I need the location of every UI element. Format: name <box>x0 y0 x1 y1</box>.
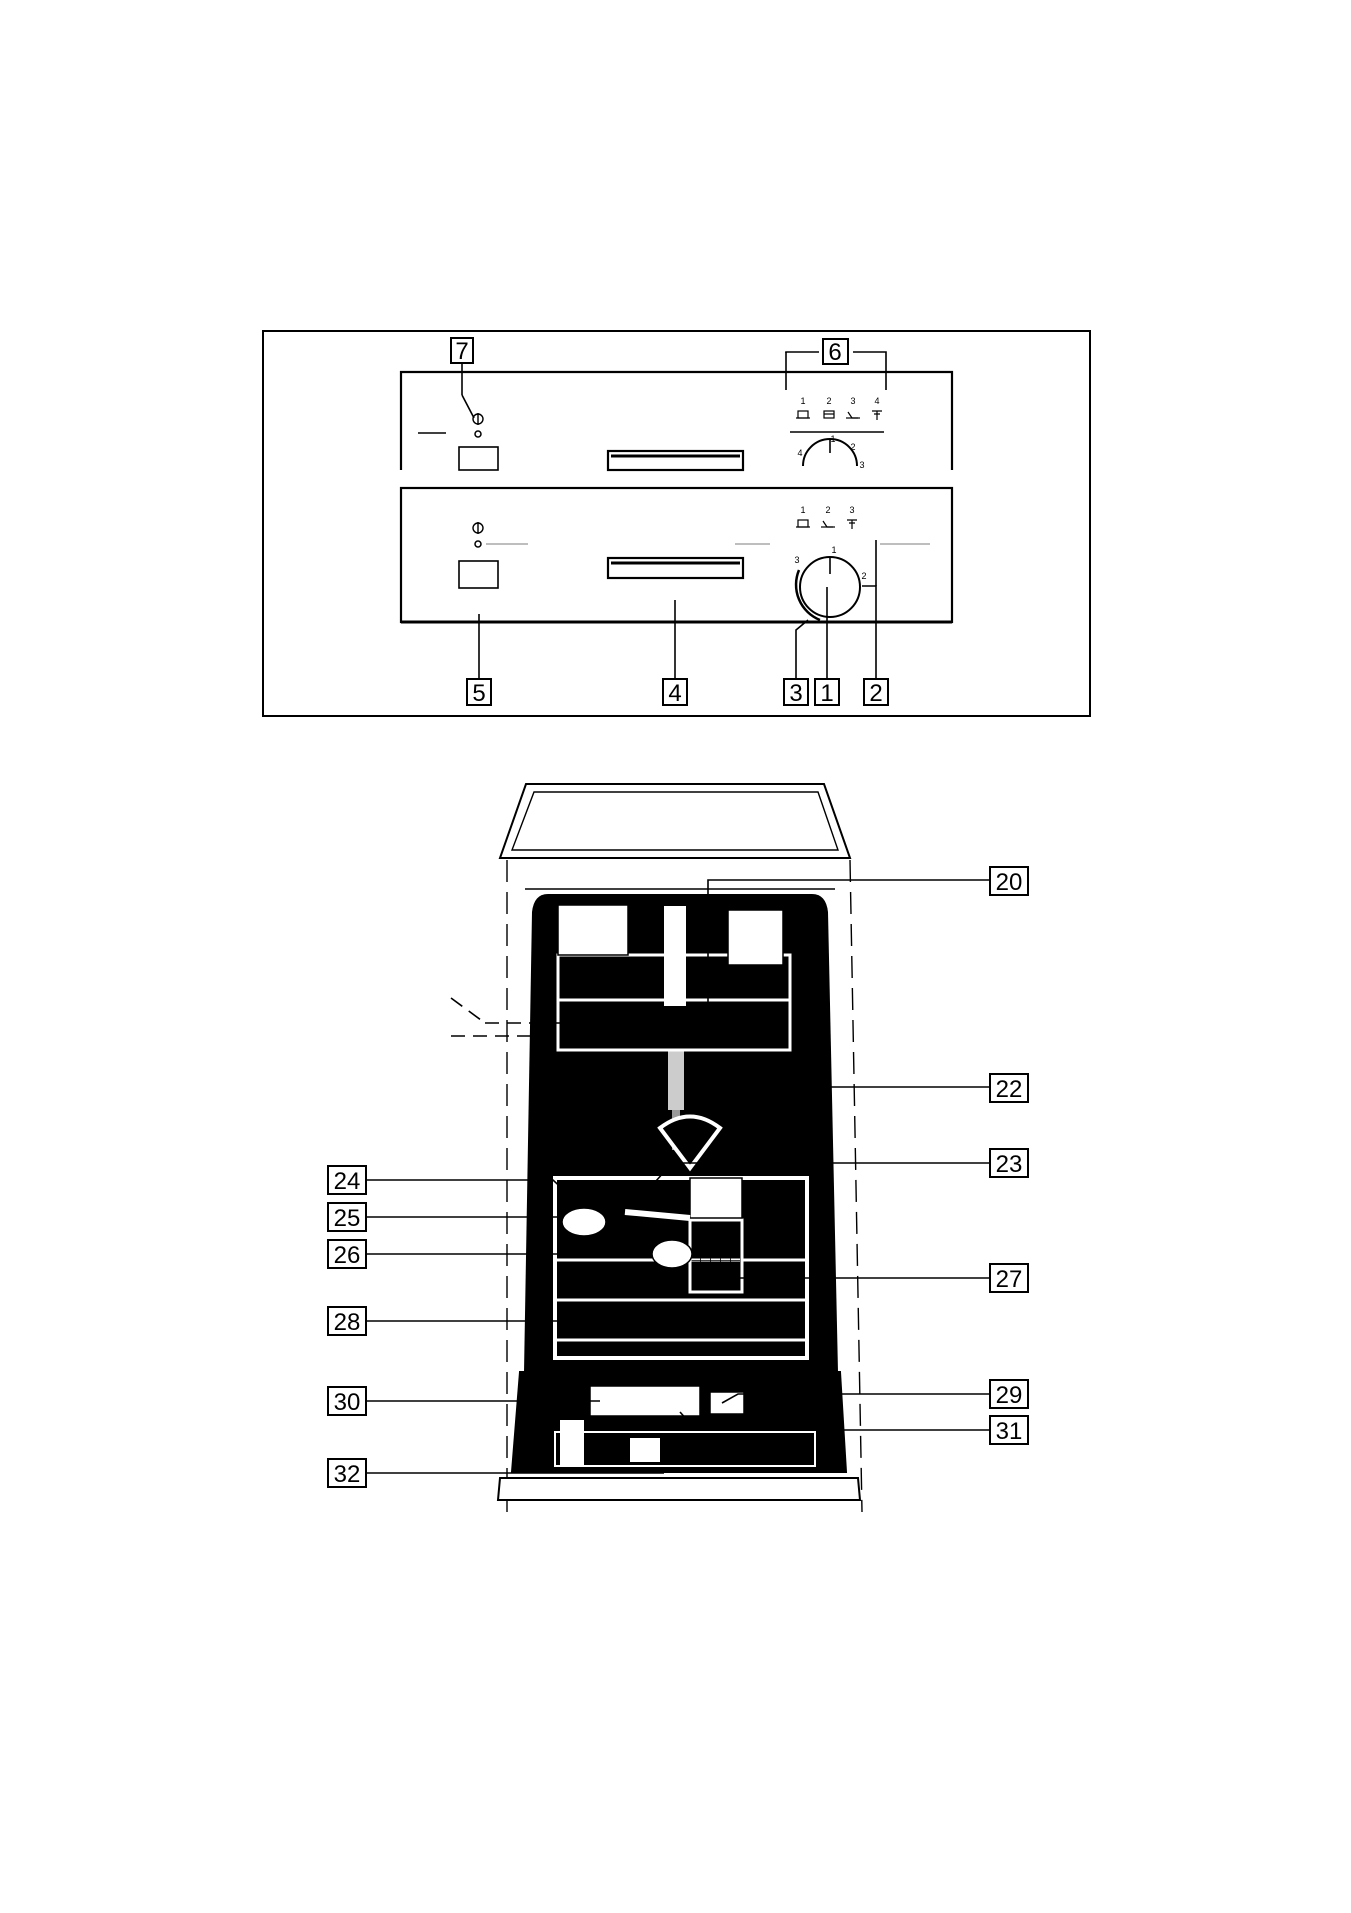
dial-number: 3 <box>859 460 864 470</box>
lower-control-panel: 1 2 3 3 1 2 <box>401 488 952 622</box>
callout-23: 23 <box>990 1149 1028 1178</box>
svg-text:20: 20 <box>996 869 1023 896</box>
program-number: 2 <box>825 505 830 515</box>
power-icon <box>473 522 483 534</box>
indicator-lamp <box>475 541 481 547</box>
svg-text:3: 3 <box>789 680 802 707</box>
callout-1: 1 <box>815 679 839 707</box>
callout-27: 27 <box>990 1264 1028 1293</box>
svg-text:4: 4 <box>668 680 681 707</box>
program-number: 1 <box>800 396 805 406</box>
svg-text:23: 23 <box>996 1151 1023 1178</box>
program-number: 2 <box>826 396 831 406</box>
callout-5: 5 <box>467 679 491 707</box>
callout-28: 28 <box>328 1307 366 1336</box>
svg-text:2: 2 <box>869 680 882 707</box>
callout-25: 25 <box>328 1203 366 1232</box>
program-symbol-icon <box>796 520 857 529</box>
callout-6: 6 <box>823 339 848 366</box>
svg-text:30: 30 <box>334 1389 361 1416</box>
worktop <box>500 784 850 858</box>
dishwasher-figure <box>357 784 990 1512</box>
callout-24: 24 <box>328 1166 366 1195</box>
callout-4: 4 <box>663 679 687 707</box>
callout-20: 20 <box>990 867 1028 896</box>
callout-29: 29 <box>990 1380 1028 1409</box>
svg-text:25: 25 <box>334 1205 361 1232</box>
program-symbol-icon <box>796 411 882 420</box>
power-icon <box>473 413 483 425</box>
panel-leader-lines <box>462 352 886 678</box>
callout-7: 7 <box>451 338 473 365</box>
dial-number: 2 <box>861 571 866 581</box>
callout-32: 32 <box>328 1459 366 1488</box>
upper-control-panel: 1 2 3 4 4 1 2 3 <box>401 372 952 470</box>
callout-31: 31 <box>990 1416 1028 1445</box>
svg-text:5: 5 <box>472 680 485 707</box>
dial-number: 1 <box>831 545 836 555</box>
lower-basket <box>555 1178 807 1358</box>
callout-22: 22 <box>990 1074 1028 1103</box>
program-dial <box>796 557 860 620</box>
svg-text:29: 29 <box>996 1382 1023 1409</box>
dial-number: 4 <box>797 448 802 458</box>
indicator-lamp <box>475 431 481 437</box>
svg-text:31: 31 <box>996 1418 1023 1445</box>
dial-number: 3 <box>794 555 799 565</box>
svg-text:7: 7 <box>455 338 468 365</box>
program-number: 4 <box>874 396 879 406</box>
svg-text:27: 27 <box>996 1266 1023 1293</box>
main-switch <box>459 447 498 470</box>
main-switch <box>459 561 498 588</box>
svg-text:26: 26 <box>334 1242 361 1269</box>
callout-2: 2 <box>864 679 888 707</box>
callout-30: 30 <box>328 1387 366 1416</box>
dial-number: 2 <box>850 442 855 452</box>
control-panel-figure: 1 2 3 4 4 1 2 3 <box>263 331 1090 716</box>
svg-text:28: 28 <box>334 1309 361 1336</box>
program-number: 1 <box>800 505 805 515</box>
callout-26: 26 <box>328 1240 366 1269</box>
dial-number: 1 <box>830 434 835 444</box>
svg-text:1: 1 <box>820 680 833 707</box>
svg-text:22: 22 <box>996 1076 1023 1103</box>
program-number: 3 <box>850 396 855 406</box>
door-handle <box>608 558 743 578</box>
svg-text:32: 32 <box>334 1461 361 1488</box>
program-number: 3 <box>849 505 854 515</box>
door-handle <box>608 451 743 470</box>
callout-3: 3 <box>784 679 808 707</box>
svg-text:24: 24 <box>334 1168 361 1195</box>
figure-frame <box>263 331 1090 716</box>
svg-text:6: 6 <box>828 339 841 366</box>
